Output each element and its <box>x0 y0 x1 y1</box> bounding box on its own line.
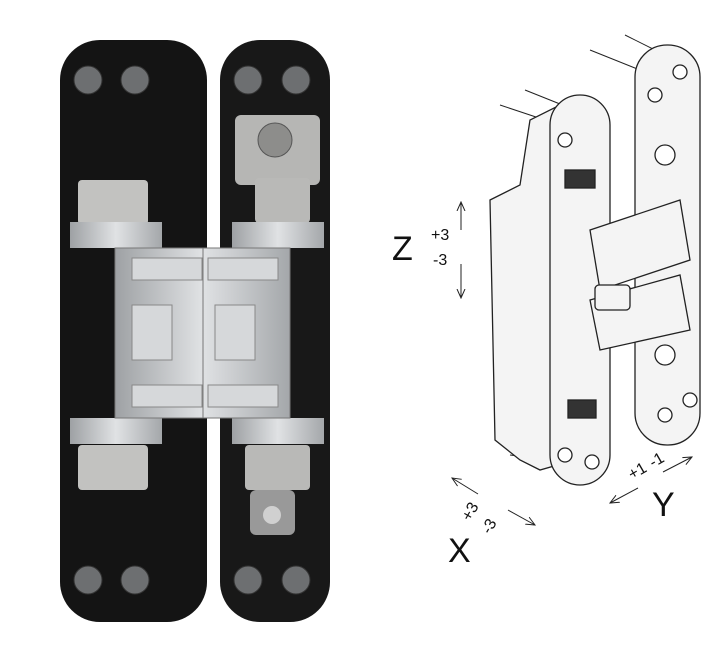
z-label: Z <box>392 230 413 268</box>
x-plus-arrow-icon <box>452 478 479 495</box>
x-minus: -3 <box>479 516 501 537</box>
y-minus: -1 <box>647 450 668 472</box>
z-minus: -3 <box>433 252 447 269</box>
hinge-diagram <box>489 34 701 486</box>
y-label: Y <box>652 486 675 524</box>
x-axis-indicator: X +3 -3 <box>448 478 535 570</box>
x-label: X <box>448 532 471 570</box>
y-plus: +1 <box>626 460 650 484</box>
z-plus: +3 <box>431 227 449 244</box>
y-axis-indicator: Y +1 -1 <box>610 450 692 524</box>
z-axis-indicator: Z +3 -3 <box>392 202 461 298</box>
x-minus-arrow-icon <box>507 509 535 525</box>
x-plus: +3 <box>459 500 483 524</box>
hinge-photo <box>60 40 330 622</box>
y-plus-arrow-icon <box>610 487 639 503</box>
y-minus-arrow-icon <box>662 457 692 473</box>
screw-icons <box>73 65 311 595</box>
